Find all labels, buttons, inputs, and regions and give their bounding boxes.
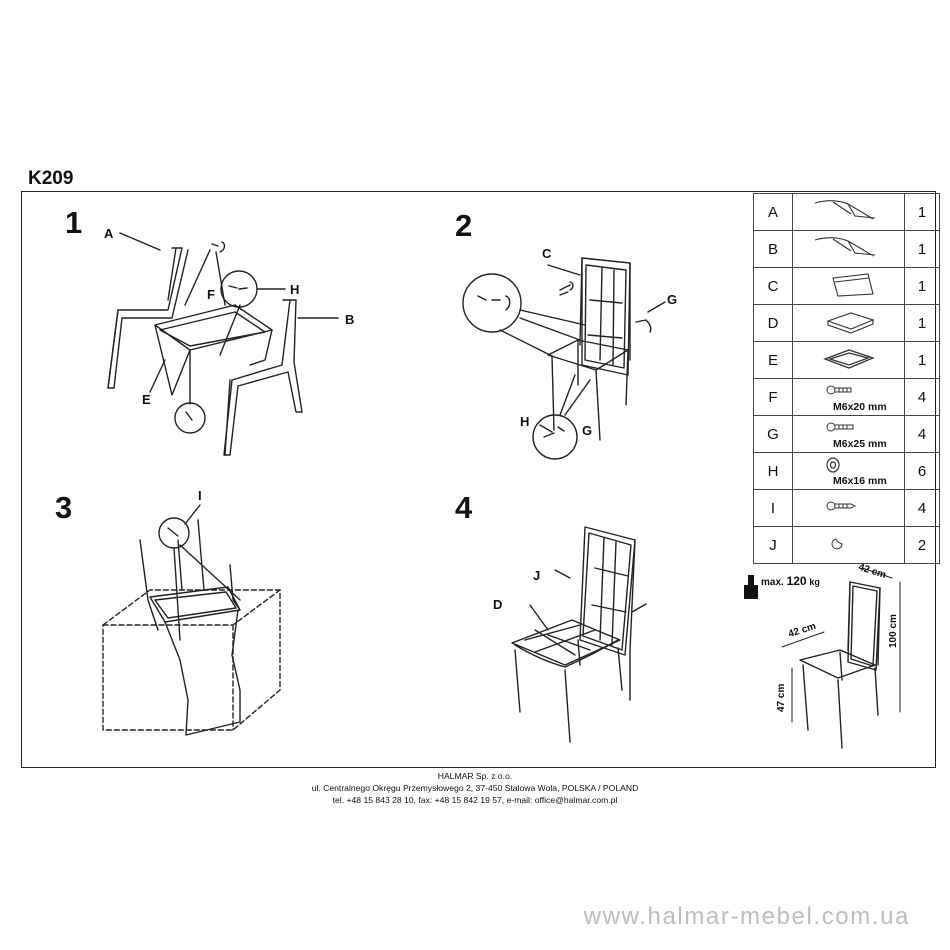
part-quantity: 4 [904, 489, 940, 527]
part-picture: M6x20 mm [792, 378, 905, 416]
part-quantity: 1 [904, 267, 940, 305]
step3-drawing [102, 504, 281, 736]
leg-frame-icon [814, 237, 876, 257]
label-part-c: C [542, 246, 552, 261]
label-part-h: H [290, 282, 300, 297]
label-part-g-2: G [582, 423, 593, 438]
part-letter: E [753, 341, 793, 379]
label-part-j: J [533, 568, 541, 583]
parts-row: D 1 [753, 304, 940, 342]
label-part-d: D [493, 597, 503, 612]
label-part-g: G [667, 292, 678, 307]
part-letter: A [753, 193, 793, 231]
footer-company: HALMAR Sp. z o.o. [437, 771, 513, 781]
part-quantity: 1 [904, 230, 940, 268]
parts-row: F M6x20 mm 4 [753, 378, 940, 416]
label-part-h-2: H [520, 414, 530, 429]
label-part-b: B [345, 312, 355, 327]
cap-icon [831, 538, 843, 550]
part-quantity: 1 [904, 304, 940, 342]
step-number-2: 2 [455, 208, 473, 243]
step1-drawing [107, 232, 339, 456]
footer-address: ul. Centralnego Okręgu Przemysłowego 2, … [311, 783, 639, 793]
max-load-unit: kg [809, 577, 820, 587]
leg-frame-icon [814, 200, 876, 220]
part-letter: J [753, 526, 793, 564]
parts-row: C 1 [753, 267, 940, 305]
parts-row: G M6x25 mm 4 [753, 415, 940, 453]
max-load: max. 120 kg [761, 574, 820, 588]
part-quantity: 2 [904, 526, 940, 564]
label-part-a: A [104, 226, 114, 241]
parts-row: J 2 [753, 526, 940, 564]
part-letter: D [753, 304, 793, 342]
part-picture [792, 526, 905, 564]
screw-icon [826, 501, 857, 511]
part-picture [792, 489, 905, 527]
max-load-label: max. [761, 577, 784, 588]
part-letter: F [753, 378, 793, 416]
step-number-4: 4 [455, 490, 473, 525]
label-part-i: I [198, 488, 202, 503]
step-number-1: 1 [65, 205, 83, 240]
part-size: M6x25 mm [833, 438, 887, 450]
parts-row: B 1 [753, 230, 940, 268]
product-code: K209 [28, 168, 74, 189]
part-picture [792, 341, 905, 379]
washer-icon [826, 457, 840, 473]
part-quantity: 6 [904, 452, 940, 490]
label-part-f: F [207, 287, 215, 302]
part-picture [792, 304, 905, 342]
part-quantity: 1 [904, 341, 940, 379]
part-letter: I [753, 489, 793, 527]
bolt-icon [826, 385, 852, 395]
parts-table: A 1 B 1 C 1 D 1 [753, 193, 940, 564]
seat-frame-icon [823, 349, 875, 369]
dimension-seat-height: 47 cm [776, 683, 787, 712]
footer-contact: tel. +48 15 843 28 10, fax: +48 15 842 1… [332, 795, 618, 805]
seat-cushion-icon [826, 312, 875, 334]
part-picture: M6x16 mm [792, 452, 905, 490]
backrest-icon [832, 273, 874, 297]
parts-row: A 1 [753, 193, 940, 231]
part-letter: H [753, 452, 793, 490]
weight-icon [744, 575, 758, 599]
parts-row: E 1 [753, 341, 940, 379]
parts-row: H M6x16 mm 6 [753, 452, 940, 490]
part-quantity: 4 [904, 415, 940, 453]
part-letter: C [753, 267, 793, 305]
step4-drawing [511, 526, 647, 743]
label-part-e: E [142, 392, 151, 407]
part-picture [792, 267, 905, 305]
max-load-value: 120 [786, 574, 807, 588]
part-picture: M6x25 mm [792, 415, 905, 453]
part-size: M6x20 mm [833, 401, 887, 413]
step-number-3: 3 [55, 490, 73, 525]
dimension-height: 100 cm [888, 614, 899, 648]
watermark: www.halmar-mebel.com.ua [583, 903, 910, 930]
part-quantity: 1 [904, 193, 940, 231]
part-picture [792, 193, 905, 231]
step2-drawing [462, 257, 666, 460]
part-letter: B [753, 230, 793, 268]
parts-row: I 4 [753, 489, 940, 527]
dimension-drawing [781, 567, 901, 749]
bolt-icon [826, 422, 854, 432]
part-letter: G [753, 415, 793, 453]
part-picture [792, 230, 905, 268]
part-size: M6x16 mm [833, 475, 887, 487]
part-quantity: 4 [904, 378, 940, 416]
